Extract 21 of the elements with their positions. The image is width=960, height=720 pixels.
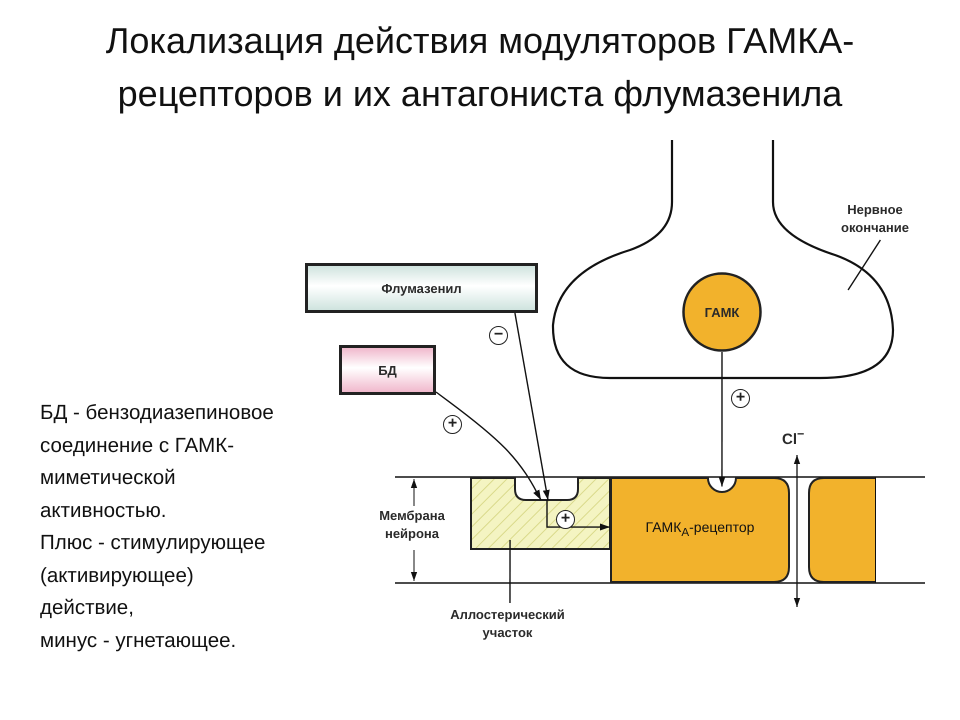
node-label: Флумазенил [381, 280, 462, 296]
annotation-text: Нервное окончание [840, 201, 910, 237]
annotation-text: Аллостерический участок [449, 606, 566, 642]
node-label: ГАМК [704, 304, 740, 320]
title: Локализация действия модуляторов ГАМКА-рецепторов и их антагониста флумазенила [104, 19, 856, 116]
arrow [546, 500, 610, 531]
arrow [436, 391, 542, 500]
arrow [718, 352, 726, 487]
drug-box [305, 263, 538, 313]
diagram-label: Cl$^{−}$ [782, 426, 806, 449]
node-label: БД [378, 362, 397, 378]
node-label: ГАМК$_{A}$-рецептор [645, 518, 755, 541]
edge-label: + [731, 389, 750, 408]
leader-line [848, 240, 881, 290]
drug-box [339, 345, 436, 395]
leader-line [509, 540, 511, 603]
edge-label: + [443, 415, 462, 434]
note-text: минус - угнетающее. [40, 628, 238, 654]
arrow [514, 312, 550, 500]
edge-label: − [489, 326, 508, 345]
note-text: БД - бензодиазепиновое соединение с ГАМК-миметической активностью. [40, 400, 275, 524]
